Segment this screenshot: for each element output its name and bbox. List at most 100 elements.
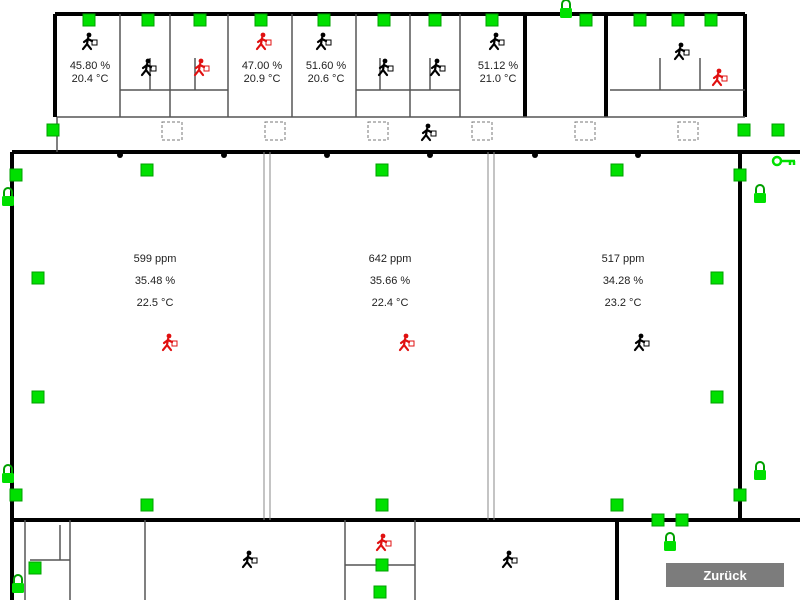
person-walking-icon[interactable] (255, 32, 272, 51)
sensor-layer (9, 13, 785, 599)
ceiling-detector (677, 121, 699, 141)
person-walking-icon[interactable] (398, 333, 415, 352)
sensor-square-icon[interactable] (771, 123, 785, 137)
hall-2-co2: 642 ppm (368, 253, 412, 265)
room-2-readout: 47.00 % 20.9 °C (222, 60, 302, 86)
hall-1-readout: 599 ppm 35.48 % 22.5 °C (105, 248, 205, 314)
padlock-icon[interactable] (754, 461, 766, 480)
sensor-square-icon[interactable] (375, 163, 389, 177)
padlock-icon[interactable] (12, 574, 24, 593)
room-3-temperature: 20.6 °C (307, 73, 345, 85)
person-walking-icon[interactable] (315, 32, 332, 51)
person-walking-icon[interactable] (81, 32, 98, 51)
room-3-humidity: 51.60 % (305, 60, 347, 72)
sensor-square-icon[interactable] (579, 13, 593, 27)
room-2-humidity: 47.00 % (241, 60, 283, 72)
sensor-square-icon[interactable] (428, 13, 442, 27)
ceiling-detector (367, 121, 389, 141)
pillar-dot (427, 152, 433, 158)
sensor-square-icon[interactable] (140, 163, 154, 177)
person-walking-icon[interactable] (140, 58, 157, 77)
sensor-square-icon[interactable] (31, 390, 45, 404)
sensor-square-icon[interactable] (737, 123, 751, 137)
sensor-square-icon[interactable] (710, 390, 724, 404)
sensor-square-icon[interactable] (710, 271, 724, 285)
padlock-icon[interactable] (754, 184, 766, 203)
padlock-icon[interactable] (560, 0, 572, 18)
sensor-square-icon[interactable] (375, 498, 389, 512)
ceiling-detector (264, 121, 286, 141)
sensor-square-icon[interactable] (671, 13, 685, 27)
sensor-square-icon[interactable] (31, 271, 45, 285)
hall-1-co2: 599 ppm (133, 253, 177, 265)
person-walking-icon[interactable] (377, 58, 394, 77)
sensor-square-icon[interactable] (9, 168, 23, 182)
ceiling-detector (161, 121, 183, 141)
back-button[interactable]: Zurück (666, 563, 784, 587)
sensor-square-icon[interactable] (317, 13, 331, 27)
pillar-dot (635, 152, 641, 158)
hall-3-humidity: 34.28 % (602, 275, 644, 287)
sensor-square-icon[interactable] (193, 13, 207, 27)
sensor-square-icon[interactable] (610, 498, 624, 512)
sensor-square-icon[interactable] (610, 163, 624, 177)
ceiling-sensor-layer (161, 121, 699, 141)
sensor-square-icon[interactable] (46, 123, 60, 137)
person-walking-icon[interactable] (711, 68, 728, 87)
sensor-square-icon[interactable] (375, 558, 389, 572)
person-walking-icon[interactable] (429, 58, 446, 77)
sensor-square-icon[interactable] (633, 13, 647, 27)
person-walking-icon[interactable] (673, 42, 690, 61)
person-walking-icon[interactable] (501, 550, 518, 569)
sensor-square-icon[interactable] (140, 498, 154, 512)
person-walking-icon[interactable] (420, 123, 437, 142)
sensor-square-icon[interactable] (373, 585, 387, 599)
sensor-square-icon[interactable] (141, 13, 155, 27)
sensor-square-icon[interactable] (28, 561, 42, 575)
person-walking-icon[interactable] (193, 58, 210, 77)
sensor-square-icon[interactable] (651, 513, 665, 527)
key-icon[interactable] (771, 155, 796, 167)
person-walking-icon[interactable] (488, 32, 505, 51)
person-layer (81, 32, 728, 569)
hall-1-temperature: 22.5 °C (136, 297, 174, 309)
hall-2-temperature: 22.4 °C (371, 297, 409, 309)
sensor-square-icon[interactable] (704, 13, 718, 27)
padlock-icon[interactable] (2, 187, 14, 206)
sensor-square-icon[interactable] (254, 13, 268, 27)
sensor-square-icon[interactable] (675, 513, 689, 527)
hall-2-humidity: 35.66 % (369, 275, 411, 287)
sensor-square-icon[interactable] (485, 13, 499, 27)
hall-2-readout: 642 ppm 35.66 % 22.4 °C (340, 248, 440, 314)
room-4-temperature: 21.0 °C (479, 73, 517, 85)
room-1-humidity: 45.80 % (69, 60, 111, 72)
room-1-readout: 45.80 % 20.4 °C (50, 60, 130, 86)
sensor-square-icon[interactable] (82, 13, 96, 27)
pillar-dot (221, 152, 227, 158)
room-1-temperature: 20.4 °C (71, 73, 109, 85)
ceiling-detector (574, 121, 596, 141)
room-3-readout: 51.60 % 20.6 °C (286, 60, 366, 86)
padlock-icon[interactable] (664, 532, 676, 551)
hall-3-co2: 517 ppm (601, 253, 645, 265)
person-walking-icon[interactable] (161, 333, 178, 352)
pillar-dot (117, 152, 123, 158)
sensor-square-icon[interactable] (733, 488, 747, 502)
sensor-square-icon[interactable] (733, 168, 747, 182)
hall-3-readout: 517 ppm 34.28 % 23.2 °C (573, 248, 673, 314)
person-walking-icon[interactable] (241, 550, 258, 569)
hall-dividers-layer (263, 152, 495, 520)
pillar-dot (532, 152, 538, 158)
person-walking-icon[interactable] (633, 333, 650, 352)
room-2-temperature: 20.9 °C (243, 73, 281, 85)
ceiling-detector (471, 121, 493, 141)
pillar-dots-layer (117, 152, 641, 158)
sensor-square-icon[interactable] (377, 13, 391, 27)
padlock-icon[interactable] (2, 464, 14, 483)
person-walking-icon[interactable] (375, 533, 392, 552)
room-4-readout: 51.12 % 21.0 °C (458, 60, 538, 86)
pillar-dot (324, 152, 330, 158)
sensor-square-icon[interactable] (9, 488, 23, 502)
